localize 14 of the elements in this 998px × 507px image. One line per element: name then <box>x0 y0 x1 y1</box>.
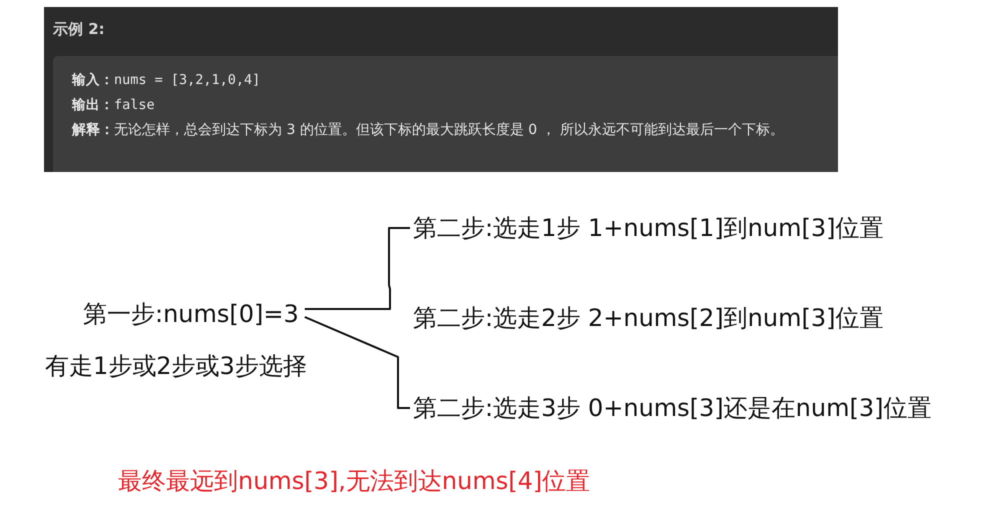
example-box <box>53 56 838 172</box>
input-line: 输入：nums = [3,2,1,0,4] <box>72 71 262 90</box>
example-panel <box>44 7 838 172</box>
option-text: 第二步:选走2步 2+nums[2]到num[3]位置 <box>413 303 884 333</box>
example-heading: 示例 2: <box>53 20 105 38</box>
step-label: 第一步:nums[0]=3 <box>83 299 299 329</box>
conclusion-text: 最终最远到nums[3],无法到达nums[4]位置 <box>118 466 590 496</box>
brace-connector <box>304 316 410 409</box>
explanation-text: 解释：无论怎样，总会到达下标为 3 的位置。但该下标的最大跳跃长度是 0 ， 所以永远不可能到达最后一个下标。 <box>72 121 786 140</box>
brace-connector <box>304 227 410 310</box>
output-line: 输出：false <box>72 96 156 115</box>
option-text: 第二步:选走3步 0+nums[3]还是在num[3]位置 <box>413 393 932 423</box>
step-note: 有走1步或2步或3步选择 <box>45 351 307 381</box>
option-text: 第二步:选走1步 1+nums[1]到num[3]位置 <box>413 213 884 243</box>
